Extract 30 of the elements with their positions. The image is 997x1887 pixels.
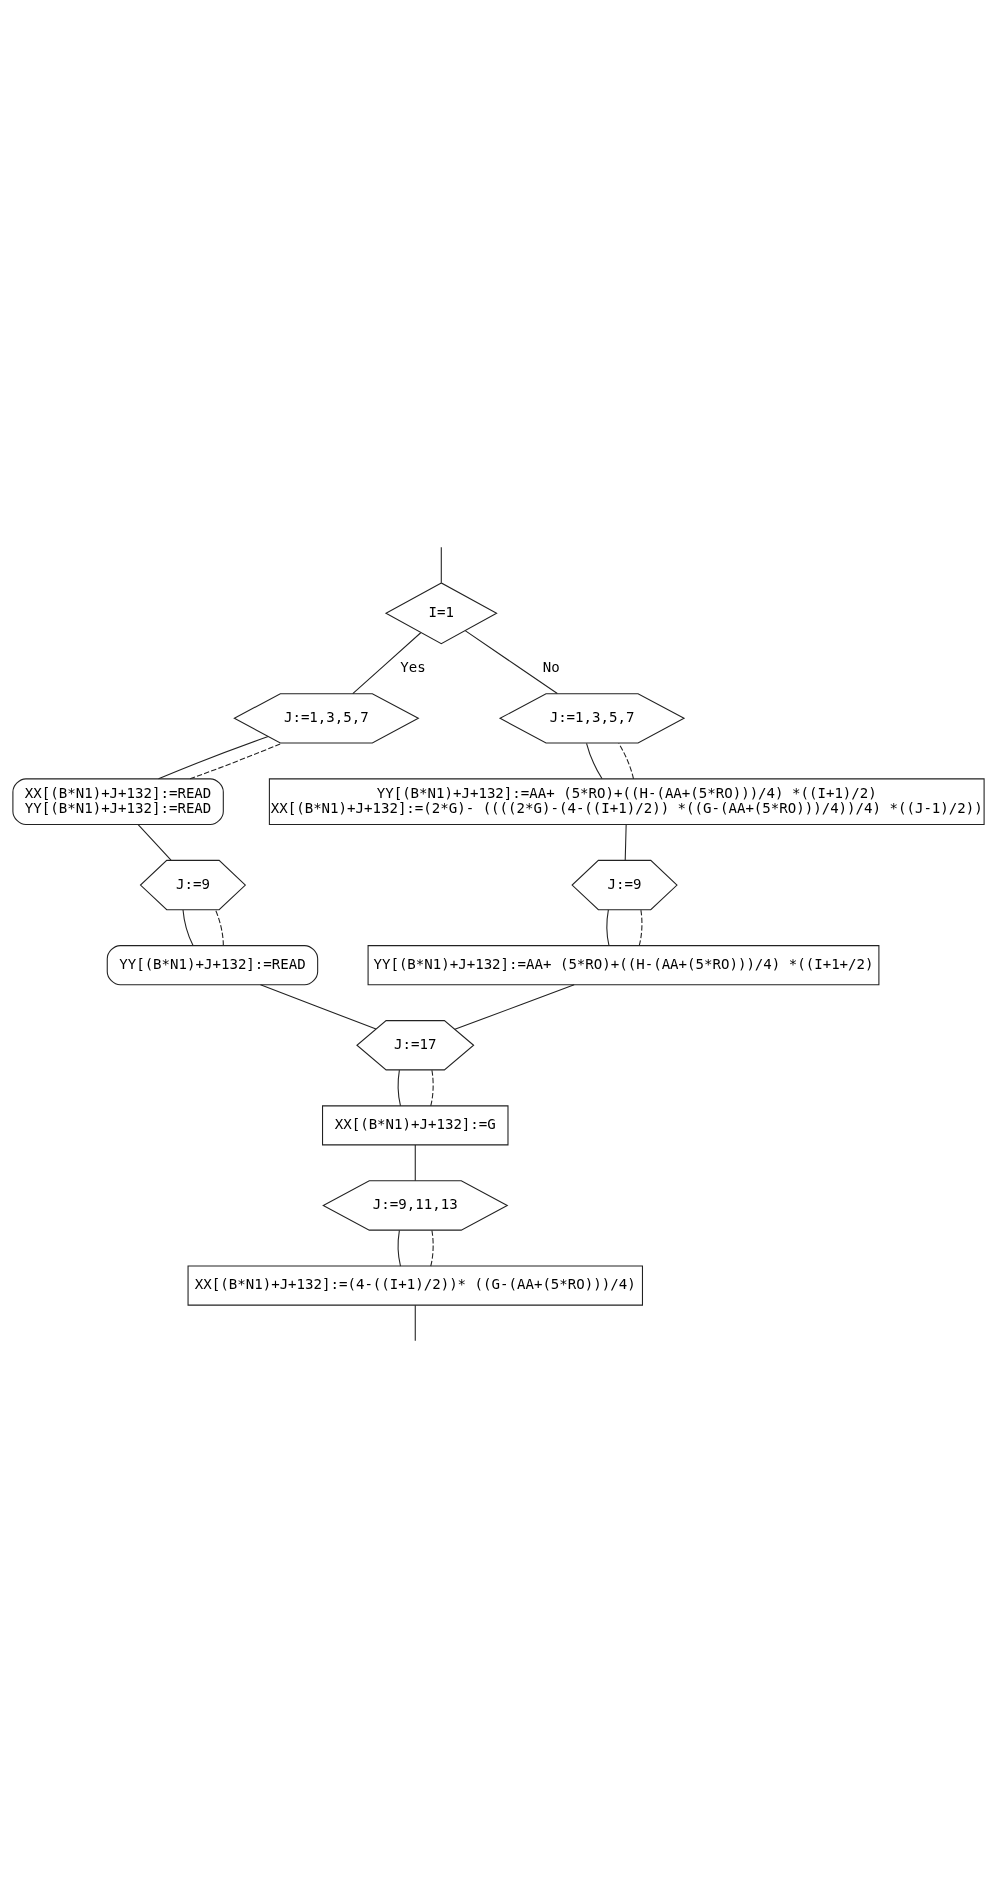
connector [440, 546, 442, 583]
connector [454, 983, 575, 1030]
connector [189, 742, 283, 779]
connector [464, 629, 558, 694]
connector [430, 1229, 434, 1267]
connector [638, 908, 643, 946]
connector [414, 1304, 416, 1341]
connector [259, 983, 377, 1030]
node-box: XX[(B*N1)+J+132]:=(4-((I+1)/2))* ((G-(AA+(5*RO)))/4) [187, 1265, 643, 1306]
connector [430, 1069, 434, 1106]
connector [215, 908, 224, 946]
node-box: XX[(B*N1)+J+132]:=G [322, 1104, 509, 1145]
connector [352, 631, 422, 694]
connector [397, 1069, 402, 1106]
connector [606, 908, 610, 946]
connector [397, 1229, 402, 1267]
node-box: YY[(B*N1)+J+132]:=AA+ (5*RO)+((H-(AA+(5*RO)))/4) *((I+1)/2) XX[(B*N1)+J+132]:=(2*G)- ((((2*G)-(4-((I+1)/2)) *((G-(AA+(5*RO)))/4))/4) *((J-1)/2)) [268, 777, 985, 825]
connector [158, 735, 269, 779]
node-box: YY[(B*N1)+J+132]:=READ [106, 944, 319, 985]
edge-label: Yes [400, 658, 426, 675]
connector [414, 1143, 416, 1181]
node-diamond: I=1 [384, 581, 498, 644]
connector [137, 823, 172, 861]
node-box: XX[(B*N1)+J+132]:=READ YY[(B*N1)+J+132]:=READ [12, 777, 224, 825]
connector [586, 742, 603, 779]
node-box: YY[(B*N1)+J+132]:=AA+ (5*RO)+((H-(AA+(5*RO)))/4) *((I+1+/2) [367, 944, 880, 985]
connector [624, 823, 627, 861]
edge-label: No [542, 658, 560, 675]
connector [182, 908, 194, 946]
connector [618, 742, 635, 779]
